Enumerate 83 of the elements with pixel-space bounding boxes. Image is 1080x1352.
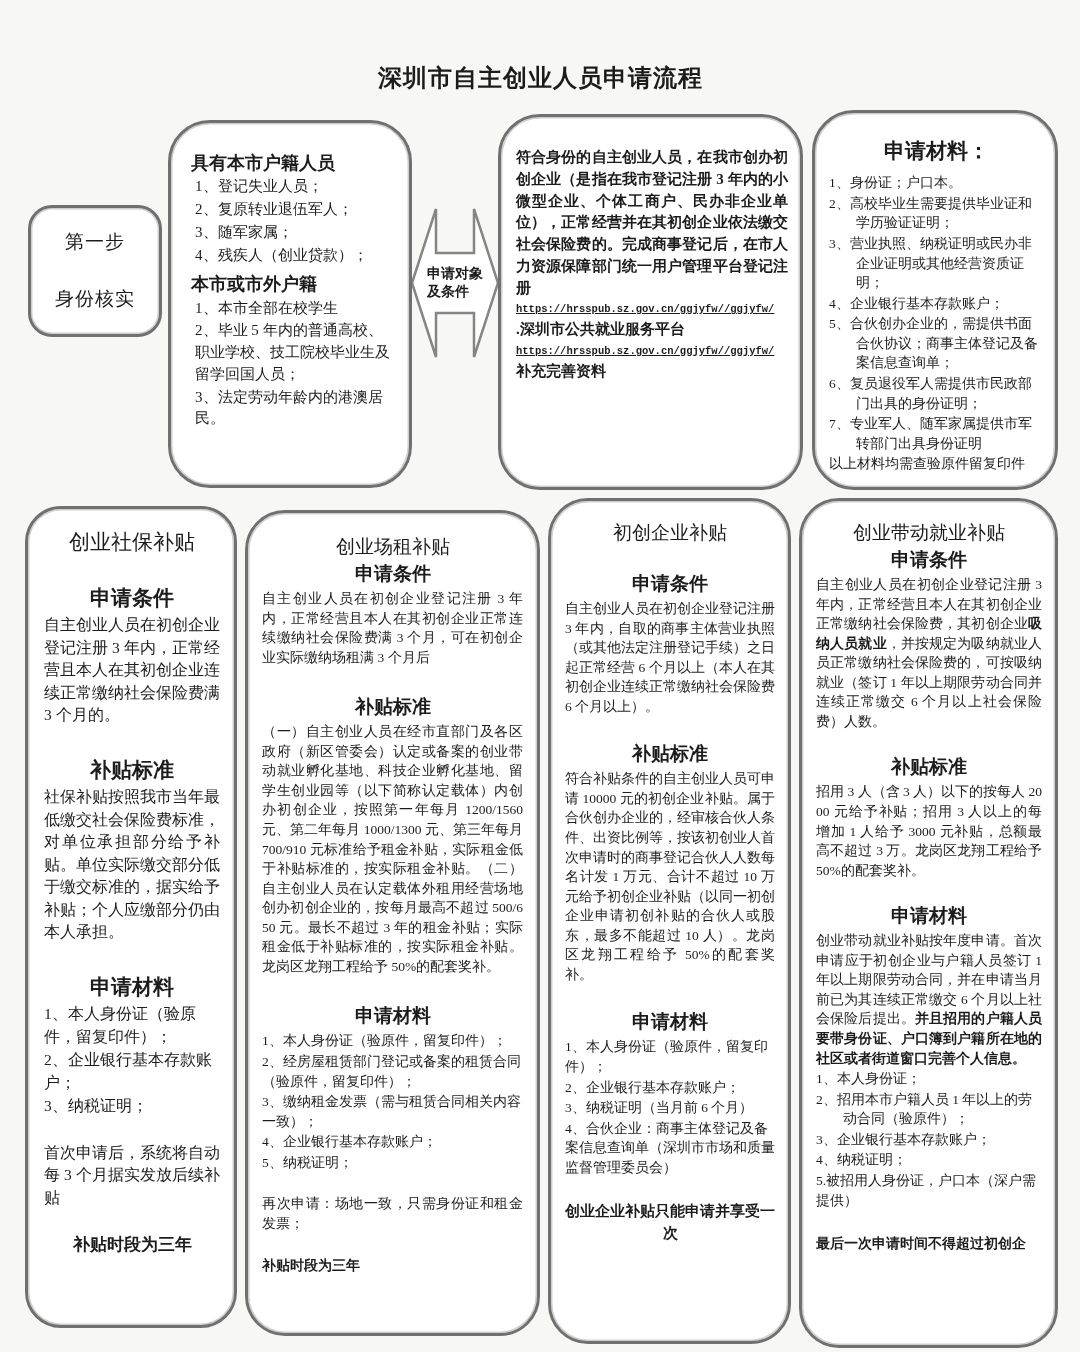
list-item: 2、经房屋租赁部门登记或备案的租赁合同（验原件，留复印件）；: [262, 1053, 522, 1091]
list-item: 5.被招用人身份证，户口本（深户需提供）: [816, 1171, 1038, 1210]
paragraph: 符合补贴条件的自主创业人员可申请 10000 元的初创企业补贴。属于合伙创办企业的，经审核合伙人条件、出资比例等，按该初创业人首次申请时的商事登记合伙人人数每名计发 1 万元、合计不超过 10 万元给予初创企业补贴（以同一初创企业申请初创补贴的合伙人或股东，最多不能超过 10 人）。龙岗区龙翔工程给予 50%的配套奖补。: [565, 770, 775, 984]
section-heading: 申请材料: [891, 905, 967, 929]
subsidy-card: [799, 498, 1058, 1348]
paragraph: （一）自主创业人员在经市直部门及各区政府（新区管委会）认定或备案的创业带动就业孵化基地、科技企业孵化基地、留学生创业园等（以下简称认定载体）内创办初创企业，按照第一年每月 1200/1560 元、第二年每月 1000/1300 元、第三年每月 700/910 元标准给予租金补贴，实际租金低于补贴标准的，按实际租金补贴。（二）自主创业人员在认定载体外租用经营场地创办初创企业的，按每月最高不超过 500/650 元。最长不超过 3 年的租金补贴；实际租金低于补贴标准的，按实际租金补贴。龙岗区龙翔工程给予 50%的配套奖补。: [262, 723, 523, 976]
note-text: 首次申请后，系统将自动每 3 个月据实发放后续补贴: [44, 1142, 220, 1208]
subsidy-card: [25, 506, 237, 1328]
list-item: 4、残疾人（创业贷款）；: [195, 245, 368, 265]
list-item: 2、高校毕业生需要提供毕业证和学历验证证明；: [829, 194, 1033, 233]
section-heading: 申请材料: [354, 1005, 431, 1029]
step-label: 身份核实: [55, 287, 135, 311]
list-item: 3、纳税证明；: [44, 1096, 148, 1117]
list-item: 2、企业银行基本存款账户；: [565, 1078, 740, 1097]
url-link: https://hrsspub.sz.gov.cn/ggjyfw//ggjyfw/: [516, 302, 775, 318]
paragraph: 创业带动就业补贴按年度申请。首次申请应于初创企业与户籍人员签订 1 年以上期限劳动合同，并在申请当月前已为其连续正常缴交 6 个月以上社会保险后提出。并且招用的户籍人员要带身份证、户口簿到户籍所在地的社区或者街道窗口完善个人信息。: [816, 932, 1042, 1068]
list-item: 4、企业银行基本存款账户；: [829, 294, 1004, 313]
list-item: 7、专业军人、随军家属提供市军转部门出具身份证明: [829, 415, 1033, 453]
eligibility-card: [168, 120, 412, 488]
list-item: 4、纳税证明；: [816, 1151, 907, 1170]
card-title: 创业带动就业补贴: [853, 522, 1005, 545]
group-heading: 本市或市外户籍: [191, 273, 317, 297]
list-item: 1、本人身份证（验原件，留复印件）；: [565, 1038, 769, 1076]
step-label: 第一步: [65, 230, 125, 255]
list-item: 4、企业银行基本存款账户；: [262, 1133, 437, 1152]
card-title: 申请材料：: [883, 138, 989, 165]
paragraph: 自主创业人员在初创企业登记注册 3 年内，自取的商事主体营业执照（或其他法定注册登记手续）之日起正常经营 6 个月以上（本人在其初创企业连续正常缴纳社会保险费 6 个月以上）。: [565, 599, 775, 716]
note-text: 再次申请：场地一致，只需身份证和租金发票；: [262, 1195, 523, 1233]
list-item: 4、合伙企业：商事主体登记及备案信息查询单（深圳市市场和质量监督管理委员会）: [565, 1119, 775, 1177]
list-item: 1、本人身份证（验原件，留复印件）；: [262, 1032, 507, 1051]
materials-card: [812, 110, 1058, 490]
paragraph: .深圳市公共就业服务平台: [516, 320, 685, 339]
list-item: 3、营业执照、纳税证明或民办非企业证明或其他经营资质证明；: [829, 235, 1033, 293]
paragraph: 自主创业人员在初创企业登记注册 3 年内，正常经营且本人在其初创企业正常连续缴纳社会保险费满 3 个月，可在初创企业实际缴纳场租满 3 个月后: [262, 589, 523, 667]
section-heading: 申请材料: [632, 1011, 708, 1035]
list-item: 以上材料均需查验原件留复印件: [829, 455, 1025, 474]
list-item: 3、随军家属；: [195, 222, 293, 242]
list-item: 1、本人身份证（验原件，留复印件）；: [44, 1004, 197, 1047]
bold-note: 最后一次申请时间不得超过初创企: [816, 1235, 1026, 1254]
subsidy-card: [548, 498, 791, 1344]
card-title: 创业场租补贴: [335, 536, 450, 559]
list-item: 3、缴纳租金发票（需与租赁合同相关内容一致）；: [262, 1093, 522, 1131]
bold-note: 创业企业补贴只能申请并享受一次: [565, 1202, 775, 1244]
list-item: 2、招用本市户籍人员 1 年以上的劳动合同（验原件）；: [816, 1090, 1034, 1129]
section-heading: 补贴标准: [354, 695, 431, 720]
edge-label: 申请对象及条件: [426, 264, 484, 302]
list-item: 3、法定劳动年龄内的港澳居民。: [195, 387, 384, 429]
paragraph: 符合身份的自主创业人员，在我市创办初创企业（是指在我市登记注册 3 年内的小微型企业、个体工商户、民办非企业单位），正常经营并在其初创企业依法缴交社会保险费的。完成商事登记后，在市人力资源保障部门统一用户管理平台登记注册: [516, 148, 788, 298]
paragraph: 自主创业人员在初创企业登记注册 3 年内，正常经营且本人在其初创企业连续正常缴纳社会保险费满 3 个月的。: [44, 615, 220, 726]
section-heading: 申请条件: [90, 585, 174, 611]
list-item: 1、本市全部在校学生: [195, 298, 338, 318]
list-item: 5、纳税证明；: [262, 1153, 353, 1172]
list-item: 6、复员退役军人需提供市民政部门出具的身份证明；: [829, 374, 1033, 413]
section-heading: 申请条件: [354, 562, 431, 586]
bold-note: 补贴时段为三年: [262, 1256, 360, 1275]
list-item: 2、毕业 5 年内的普通高校、职业学校、技工院校毕业生及留学回国人员；: [195, 321, 391, 384]
paragraph: 招用 3 人（含 3 人）以下的按每人 2000 元给予补贴；招用 3 人以上的每增加 1 人给予 3000 元补贴，总额最高不超过 3 万。龙岗区龙翔工程给予 50%的配套奖补。: [816, 783, 1042, 880]
list-item: 5、合伙创办企业的，需提供书面合伙协议；商事主体登记及备案信息查询单；: [829, 315, 1039, 373]
card-title: 初创企业补贴: [613, 522, 727, 545]
step-box: [28, 205, 162, 337]
paragraph: 自主创业人员在初创企业登记注册 3 年内，正常经营且本人在其初创企业正常缴纳社会保险费，其初创企业吸纳人员就业，并按规定为吸纳就业人员正常缴纳社会保险费的，可按吸纳就业（签订 1 年以上期限劳动合同并连续正常缴交 6 个月以上社会保险费）人数。: [816, 575, 1042, 731]
url-link: https://hrsspub.sz.gov.cn/ggjyfw//ggjyfw/: [516, 343, 775, 359]
list-item: 3、企业银行基本存款账户；: [816, 1130, 991, 1149]
section-heading: 申请条件: [632, 572, 708, 596]
section-heading: 补贴标准: [90, 757, 174, 783]
section-heading: 补贴标准: [632, 742, 708, 767]
list-item: 1、身份证；户口本。: [829, 174, 962, 193]
card-title: 创业社保补贴: [69, 530, 195, 555]
paragraph: 补充完善资料: [516, 361, 606, 381]
bold-note: 补贴时段为三年: [72, 1234, 192, 1257]
diagram-title: 深圳市自主创业人员申请流程: [377, 64, 703, 93]
group-heading: 具有本市户籍人员: [191, 152, 335, 175]
section-heading: 补贴标准: [891, 755, 967, 780]
section-heading: 申请条件: [891, 548, 967, 572]
list-item: 1、登记失业人员；: [195, 177, 323, 197]
list-item: 2、企业银行基本存款账户；: [44, 1050, 213, 1093]
subsidy-card: [245, 510, 540, 1336]
application-card: [498, 114, 803, 490]
list-item: 2、复原转业退伍军人；: [195, 200, 353, 220]
section-heading: 申请材料: [90, 974, 174, 1000]
list-item: 1、本人身份证；: [816, 1070, 921, 1089]
paragraph: 社保补贴按照我市当年最低缴交社会保险费标准，对单位承担部分给予补贴。单位实际缴交部分低于缴交标准的，据实给予补贴；个人应缴部分仍由本人承担。: [44, 787, 220, 943]
list-item: 3、纳税证明（当月前 6 个月）: [565, 1099, 754, 1118]
